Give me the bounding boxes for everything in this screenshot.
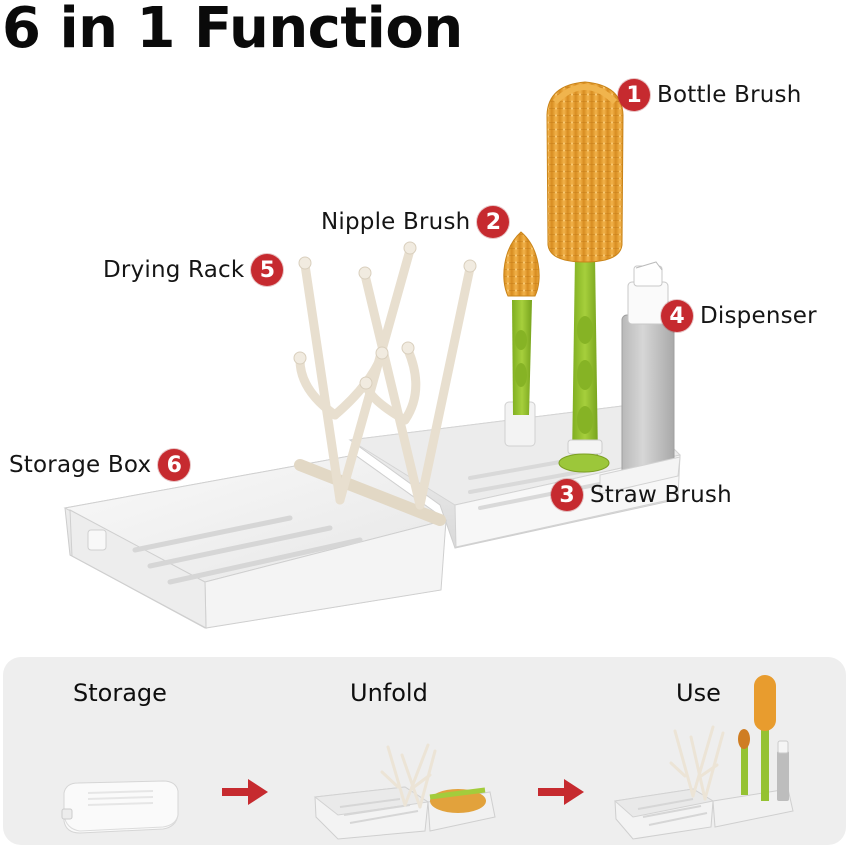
unfold-image bbox=[313, 743, 496, 840]
callout-label: Drying Rack bbox=[103, 257, 245, 283]
step-title-storage: Storage bbox=[73, 679, 167, 707]
page-title: 6 in 1 Function bbox=[2, 0, 463, 61]
nipple-brush bbox=[503, 231, 540, 415]
callout-label: Dispenser bbox=[700, 303, 817, 329]
drying-rack bbox=[294, 245, 475, 526]
number-badge-1: 1 bbox=[618, 79, 650, 111]
product-drawing bbox=[63, 81, 681, 629]
number-badge-3: 3 bbox=[551, 479, 583, 511]
usage-steps-panel: Storage Unfold Use bbox=[3, 657, 846, 845]
callout-label: Storage Box bbox=[9, 452, 152, 478]
product-hero-illustration: 1 Bottle Brush Nipple Brush 2 3 Straw Br… bbox=[0, 60, 848, 650]
callout-storage-box: Storage Box 6 bbox=[9, 449, 191, 481]
use-image bbox=[613, 675, 794, 840]
callout-drying-rack: Drying Rack 5 bbox=[103, 254, 284, 286]
callout-label: Bottle Brush bbox=[657, 82, 802, 108]
arrow-right-icon bbox=[222, 779, 268, 805]
dispenser bbox=[621, 261, 675, 476]
step-title-unfold: Unfold bbox=[350, 679, 428, 707]
storage-closed-box-image bbox=[61, 780, 179, 834]
rack-tips bbox=[293, 241, 477, 390]
callout-label: Straw Brush bbox=[590, 482, 732, 508]
number-badge-6: 6 bbox=[158, 449, 191, 481]
number-badge-4: 4 bbox=[661, 300, 693, 332]
tray-lip bbox=[599, 456, 681, 495]
arrow-right-icon bbox=[538, 779, 584, 805]
number-badge-5: 5 bbox=[251, 254, 284, 286]
callout-bottle-brush: 1 Bottle Brush bbox=[618, 79, 802, 111]
number-badge-2: 2 bbox=[477, 206, 510, 238]
callout-label: Nipple Brush bbox=[321, 209, 471, 235]
callout-nipple-brush: Nipple Brush 2 bbox=[321, 206, 510, 238]
bottle-brush bbox=[546, 81, 624, 473]
step-title-use: Use bbox=[676, 679, 721, 707]
callout-dispenser: 4 Dispenser bbox=[661, 300, 817, 332]
callout-straw-brush: 3 Straw Brush bbox=[551, 479, 732, 511]
